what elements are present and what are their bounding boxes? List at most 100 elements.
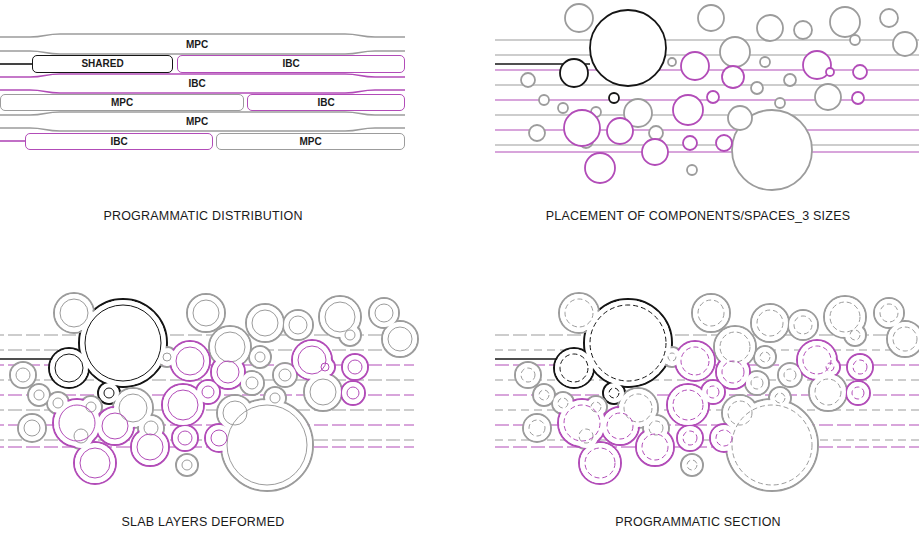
- space-circle: [102, 413, 128, 439]
- space-circle: [168, 390, 198, 420]
- program-box: MPC: [216, 133, 405, 150]
- space-circle: [119, 394, 147, 422]
- panel-caption: PROGRAMMATIC DISTRIBUTION: [103, 210, 302, 223]
- deformed-slab-fill: [171, 342, 209, 380]
- space-circle: [728, 401, 752, 425]
- space-circle: [681, 52, 709, 80]
- deformed-slab-fill: [305, 374, 341, 410]
- space-circle: [227, 405, 307, 485]
- deformed-slab-fill: [218, 396, 252, 430]
- deformed-slab-fill: [847, 382, 869, 404]
- space-circle: [722, 66, 744, 88]
- deformed-slab-fill: [284, 311, 312, 339]
- space-circle: [609, 388, 619, 398]
- space-circle: [585, 448, 615, 478]
- space-circle: [732, 405, 812, 485]
- deformed-slab: [170, 341, 210, 381]
- deformed-slab-fill: [383, 322, 417, 356]
- space-circle: [347, 387, 359, 399]
- panel-caption: PROGRAMMATIC SECTION: [615, 516, 781, 529]
- slab-line: [0, 128, 405, 131]
- space-circle: [815, 379, 841, 405]
- deformed-slab-fill: [746, 372, 768, 394]
- space-circle: [591, 402, 601, 412]
- space-circle: [784, 369, 796, 381]
- space-circle: [86, 402, 96, 412]
- deformed-slab-fill: [789, 311, 817, 339]
- space-circle: [558, 103, 568, 113]
- deformed-slab-fill: [580, 443, 620, 483]
- space-circle: [698, 5, 724, 31]
- space-circle: [348, 360, 362, 374]
- space-circle: [24, 420, 40, 436]
- space-circle: [176, 347, 204, 375]
- slab-line: [495, 151, 919, 152]
- space-circle: [34, 390, 44, 400]
- deformed-slab-fill: [821, 358, 839, 376]
- space-circle: [558, 398, 568, 408]
- deformed-slab-fill: [875, 299, 903, 327]
- deformed-slab-fill: [19, 415, 45, 441]
- space-circle: [850, 35, 860, 45]
- space-circle: [760, 57, 770, 67]
- deformed-slab: [176, 454, 198, 476]
- space-circle: [826, 68, 834, 76]
- space-circle: [649, 421, 663, 435]
- space-circle: [388, 327, 412, 351]
- deformed-slab-fill: [770, 388, 790, 408]
- space-circle: [830, 7, 860, 37]
- space-circle: [223, 401, 247, 425]
- space-circle: [529, 125, 545, 141]
- space-circle: [826, 363, 834, 371]
- deformed-slab-fill: [163, 385, 203, 425]
- slab-line: [495, 129, 919, 130]
- space-circle: [590, 10, 666, 86]
- deformed-slab-fill: [274, 364, 296, 386]
- space-circle: [539, 95, 549, 105]
- deformed-slab-fill: [668, 385, 708, 425]
- deformed-slab: [283, 310, 313, 340]
- program-label: SHARED: [81, 59, 123, 69]
- deformed-slab: [533, 384, 555, 406]
- deformed-slab: [681, 454, 703, 476]
- program-box: SHARED: [32, 55, 173, 73]
- space-circle: [560, 59, 588, 87]
- deformed-slab: [249, 346, 271, 368]
- slab-line: [495, 446, 919, 447]
- space-circle: [565, 4, 593, 32]
- deformed-slab-fill: [11, 363, 35, 387]
- deformed-slab: [692, 294, 730, 332]
- deformed-slab-fill: [173, 426, 197, 450]
- deformed-slab-fill: [676, 342, 714, 380]
- deformed-slab-fill: [55, 294, 93, 332]
- space-circle: [144, 421, 158, 435]
- deformed-slab-fill: [779, 364, 801, 386]
- deformed-slab-fill: [702, 381, 724, 403]
- space-circle: [673, 390, 703, 420]
- deformed-slab-fill: [560, 294, 598, 332]
- space-circle: [279, 369, 291, 381]
- space-circle: [345, 330, 355, 340]
- slab-line: [0, 63, 32, 65]
- program-label: IBC: [110, 137, 127, 147]
- space-circle: [624, 394, 652, 422]
- program-box: IBC: [177, 55, 405, 73]
- space-circle: [673, 95, 703, 125]
- space-circle: [850, 330, 860, 340]
- slab-line: [495, 439, 919, 440]
- slab-line: [0, 34, 405, 37]
- deformed-slab: [846, 381, 870, 405]
- deformed-slab-fill: [752, 305, 788, 341]
- deformed-slab-fill: [682, 455, 702, 475]
- space-circle: [529, 420, 545, 436]
- space-circle: [217, 361, 239, 383]
- deformed-slab: [677, 425, 703, 451]
- component-panel: [0, 293, 418, 491]
- space-circle: [521, 368, 535, 382]
- slab-line: [495, 114, 919, 115]
- slab-line: [0, 51, 405, 54]
- space-circle: [104, 388, 114, 398]
- deformed-slab-fill: [810, 374, 846, 410]
- deformed-slab-fill: [29, 385, 49, 405]
- deformed-slab-fill: [197, 381, 219, 403]
